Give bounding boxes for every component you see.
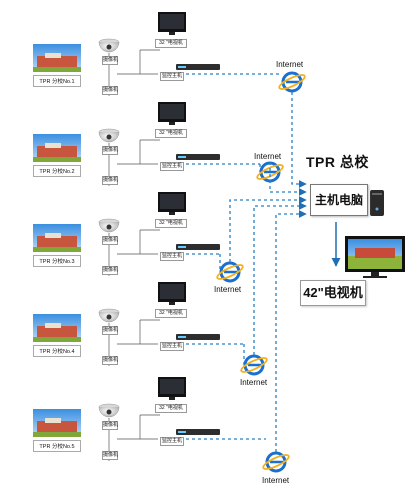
camera-label-bottom: 摄像机 xyxy=(102,176,119,185)
branch-row xyxy=(33,12,307,188)
camera-label-bottom: 摄像机 xyxy=(102,86,119,95)
dome-camera-icon xyxy=(98,218,120,233)
school-label: TPR 分校No.1 xyxy=(33,75,81,87)
branch-row xyxy=(33,192,307,283)
monitor-icon xyxy=(158,282,186,305)
dvr-icon xyxy=(176,154,220,160)
internet-label: Internet xyxy=(240,378,268,387)
monitor-icon xyxy=(158,377,186,400)
branch-row xyxy=(33,102,307,196)
internet-explorer-icon xyxy=(240,354,268,376)
school-building-icon xyxy=(33,44,81,72)
internet-explorer-icon xyxy=(278,71,306,93)
internet-explorer-icon xyxy=(262,451,290,473)
dvr-icon xyxy=(176,64,220,70)
dvr-icon xyxy=(176,334,220,340)
tv-label: 32 "电视机 xyxy=(155,309,187,318)
tv-42-box: 42"电视机 xyxy=(300,280,366,306)
monitor-icon xyxy=(158,12,186,35)
camera-label-top: 摄像机 xyxy=(102,236,119,245)
school-building-icon xyxy=(33,409,81,437)
branch-row xyxy=(33,210,307,473)
camera-label-top: 摄像机 xyxy=(102,326,119,335)
dome-camera-icon xyxy=(98,308,120,323)
dome-camera-icon xyxy=(98,403,120,418)
main-pc-box: 主机电脑 xyxy=(310,184,368,216)
internet-label: Internet xyxy=(214,285,242,294)
dashed-link-to-hq xyxy=(291,92,307,188)
school-building-icon xyxy=(33,224,81,252)
school-building-icon xyxy=(33,314,81,342)
camera-label-top: 摄像机 xyxy=(102,56,119,65)
host-label: 监控主机 xyxy=(160,342,184,351)
dvr-icon xyxy=(176,429,220,435)
dashed-link-to-hq xyxy=(229,196,307,262)
dome-camera-icon xyxy=(98,38,120,53)
school-label: TPR 分校No.3 xyxy=(33,255,81,267)
school-building-icon xyxy=(33,134,81,162)
dvr-icon xyxy=(176,244,220,250)
camera-label-bottom: 摄像机 xyxy=(102,266,119,275)
internet-explorer-icon xyxy=(216,261,244,283)
host-label: 监控主机 xyxy=(160,252,184,261)
dome-camera-icon xyxy=(98,128,120,143)
tv-label: 32 "电视机 xyxy=(155,219,187,228)
tv-label: 32 "电视机 xyxy=(155,404,187,413)
dashed-link-to-hq xyxy=(269,162,307,196)
dashed-link-to-hq xyxy=(253,202,307,355)
host-label: 监控主机 xyxy=(160,162,184,171)
tv-label: 32 "电视机 xyxy=(155,129,187,138)
camera-label-bottom: 摄像机 xyxy=(102,451,119,460)
monitor-icon xyxy=(345,236,405,278)
host-label: 监控主机 xyxy=(160,72,184,81)
desktop-tower-icon xyxy=(370,190,384,216)
tv-label: 32 "电视机 xyxy=(155,39,187,48)
host-label: 监控主机 xyxy=(160,437,184,446)
monitor-icon xyxy=(158,192,186,215)
camera-label-top: 摄像机 xyxy=(102,421,119,430)
dashed-link-to-hq xyxy=(275,210,307,452)
hq-title: TPR 总校 xyxy=(306,154,369,170)
internet-label: Internet xyxy=(262,476,290,485)
camera-label-bottom: 摄像机 xyxy=(102,356,119,365)
internet-label: Internet xyxy=(276,60,304,69)
school-label: TPR 分校No.2 xyxy=(33,165,81,177)
camera-label-top: 摄像机 xyxy=(102,146,119,155)
school-label: TPR 分校No.5 xyxy=(33,440,81,452)
branch-row xyxy=(33,202,307,376)
internet-label: Internet xyxy=(254,152,282,161)
monitor-icon xyxy=(158,102,186,125)
school-label: TPR 分校No.4 xyxy=(33,345,81,357)
